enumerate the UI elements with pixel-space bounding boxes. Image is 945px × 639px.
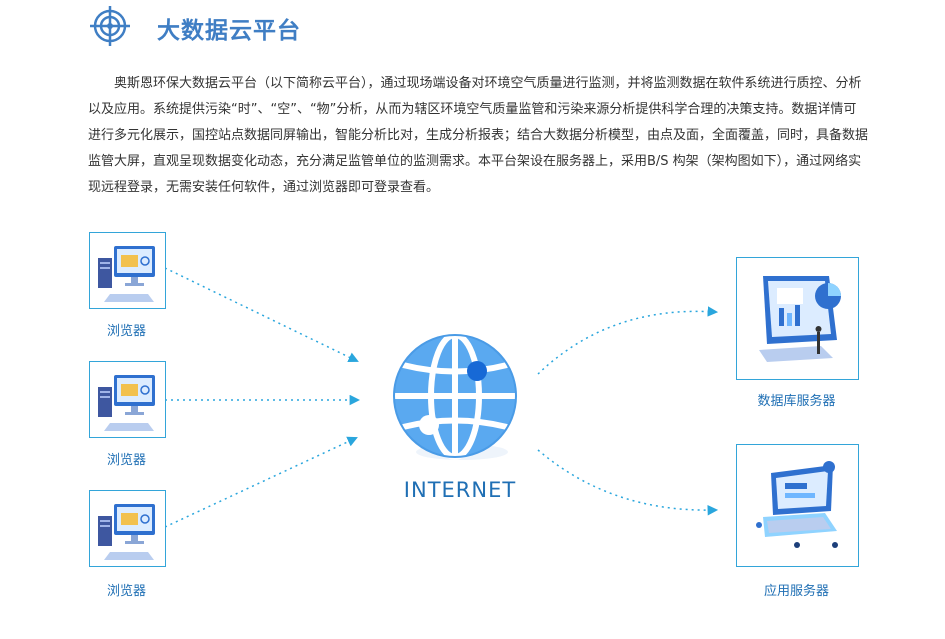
crosshair-target-icon [90,6,130,46]
application-server-node [736,444,859,567]
browser-label-1: 浏览器 [106,324,146,339]
desktop-computer-icon [98,375,155,431]
database-server-node [736,257,859,380]
browser-node-2 [89,361,166,438]
globe-icon [393,332,517,460]
browser-label-2: 浏览器 [106,453,146,468]
database-server-label: 数据库服务器 [757,394,836,409]
desktop-computer-icon [98,504,155,560]
page-title: 大数据云平台 [157,18,301,44]
desktop-computer-icon [98,246,155,302]
application-server-label: 应用服务器 [763,584,829,599]
connector-internet-db-server [537,306,719,375]
connector-browser-1-internet [164,267,359,363]
browser-node-1 [89,232,166,309]
browser-label-3: 浏览器 [106,584,146,599]
connector-browser-3-internet [164,436,358,528]
database-dashboard-icon [759,276,841,362]
browser-node-3 [89,490,166,567]
connector-internet-app-server [537,449,719,516]
application-server-icon [756,461,838,548]
internet-label: INTERNET [403,478,517,502]
intro-paragraph: 奥斯恩环保大数据云平台（以下简称云平台），通过现场端设备对环境空气质量进行监测，… [88,76,869,195]
